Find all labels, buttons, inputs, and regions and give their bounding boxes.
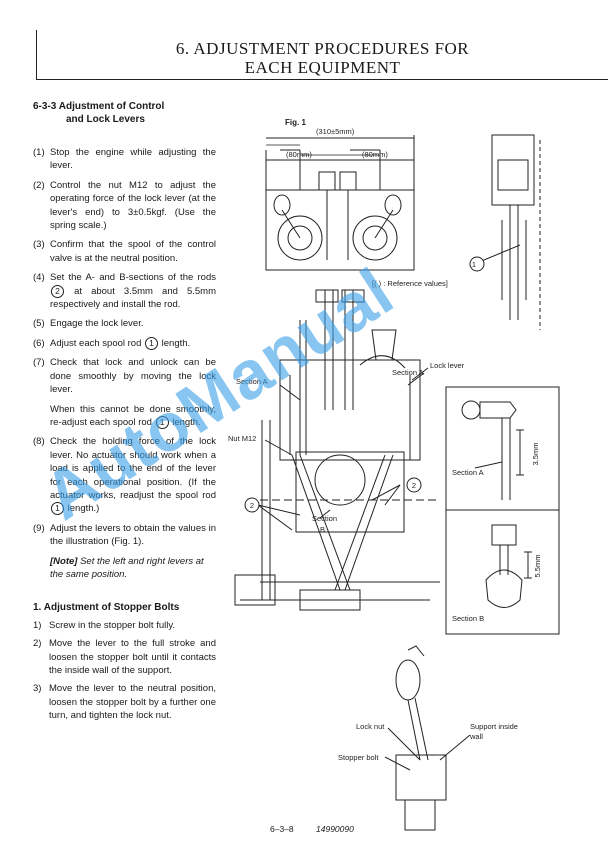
- page-footer: 6–3–8 14990090: [270, 824, 374, 834]
- page-number: 6–3–8: [270, 824, 294, 834]
- circle-1-callout: [469, 256, 485, 272]
- upper-valve-block: [491, 134, 535, 206]
- step-5: (5) Engage the lock lever.: [33, 318, 144, 330]
- doc-code: 14990090: [316, 824, 354, 834]
- control-valve-body: [279, 359, 421, 461]
- step-6: (6) Adjust each spool rod 1 length.: [33, 336, 191, 350]
- lock-lever-label: Lock lever: [430, 361, 465, 370]
- section-title-line1: Adjustment of Control: [58, 101, 165, 112]
- step-8: (8) Check the holding force of the lock …: [33, 436, 216, 516]
- section-b-detail-label: Section B: [452, 614, 484, 623]
- dim-5-5-label: 5.5mm: [533, 555, 542, 578]
- note-label: [Note]: [50, 555, 78, 567]
- dim-total-label: (310±5mm): [316, 127, 355, 136]
- text-column: 6-3-3 Adjustment of Control and Lock Lev…: [33, 100, 216, 728]
- section-title-line2: and Lock Levers: [66, 114, 145, 125]
- circle-1-marker: 1: [145, 336, 159, 350]
- stopper-step-1: 1) Screw in the stopper bolt fully.: [33, 619, 176, 631]
- section-title: 6-3-3 Adjustment of Control and Lock Lev…: [33, 100, 216, 126]
- circle-2-callout-left: [244, 497, 260, 513]
- dim-3-5-label: 3.5mm: [531, 443, 540, 466]
- note: [Note] Set the left and right levers at …: [50, 555, 216, 582]
- section-b-label-1: Section: [312, 514, 337, 523]
- note-text: Set the left and right levers at the sam…: [50, 555, 204, 581]
- step-7-sub: When this cannot be done smoothly, re-ad…: [50, 403, 216, 429]
- support-wall-label-1: Support inside: [470, 722, 518, 731]
- dim-right-label: (80mm): [362, 150, 388, 159]
- step-1: (1) Stop the engine while adjusting the …: [33, 147, 216, 172]
- stopper-bolt-label: Stopper bolt: [338, 753, 379, 762]
- chapter-title-line2: EACH EQUIPMENT: [244, 58, 401, 77]
- callout-1-number: 1: [472, 260, 476, 269]
- stopper-step-3: 3) Move the lever to the neutral positio…: [33, 683, 216, 722]
- fig-label: Fig. 1: [285, 118, 306, 127]
- section-a-label: Section A: [236, 377, 268, 386]
- chapter-title-line1: 6. ADJUSTMENT PROCEDURES FOR: [175, 39, 470, 58]
- section-number: 6-3-3: [33, 101, 57, 112]
- step-7: (7) Check that lock and unlock can be do…: [33, 357, 216, 429]
- lever-base-box: [265, 189, 415, 271]
- circle-1-marker: 1: [155, 415, 169, 429]
- chapter-header: 6. ADJUSTMENT PROCEDURES FOR EACH EQUIPM…: [36, 30, 608, 80]
- lock-nut-label: Lock nut: [356, 722, 385, 731]
- callout-2-right-number: 2: [412, 481, 416, 490]
- section-a-detail-label: Section A: [452, 468, 484, 477]
- step-9: (9) Adjust the levers to obtain the valu…: [33, 522, 216, 548]
- step-4: (4) Set the A- and B-sections of the rod…: [33, 272, 216, 311]
- step-3: (3) Confirm that the spool of the contro…: [33, 239, 216, 264]
- dim-left-label: (80mm): [286, 150, 312, 159]
- stopper-title: 1. Adjustment of Stopper Bolts: [33, 602, 180, 614]
- stopper-step-2: 2) Move the lever to the full stroke and…: [33, 638, 216, 677]
- section-b-label-2: B: [320, 525, 325, 534]
- circle-2-callout-right: [406, 477, 422, 493]
- nut-m12-label: Nut M12: [228, 434, 256, 443]
- step-2: (2) Control the nut M12 to adjust the op…: [33, 179, 216, 232]
- circle-1-marker: 1: [51, 502, 64, 516]
- reference-note: [( ) : Reference values]: [372, 279, 448, 288]
- section-a-small-label: Section A: [392, 368, 424, 377]
- callout-2-left-number: 2: [250, 501, 254, 510]
- support-wall-label-2: wall: [469, 732, 483, 741]
